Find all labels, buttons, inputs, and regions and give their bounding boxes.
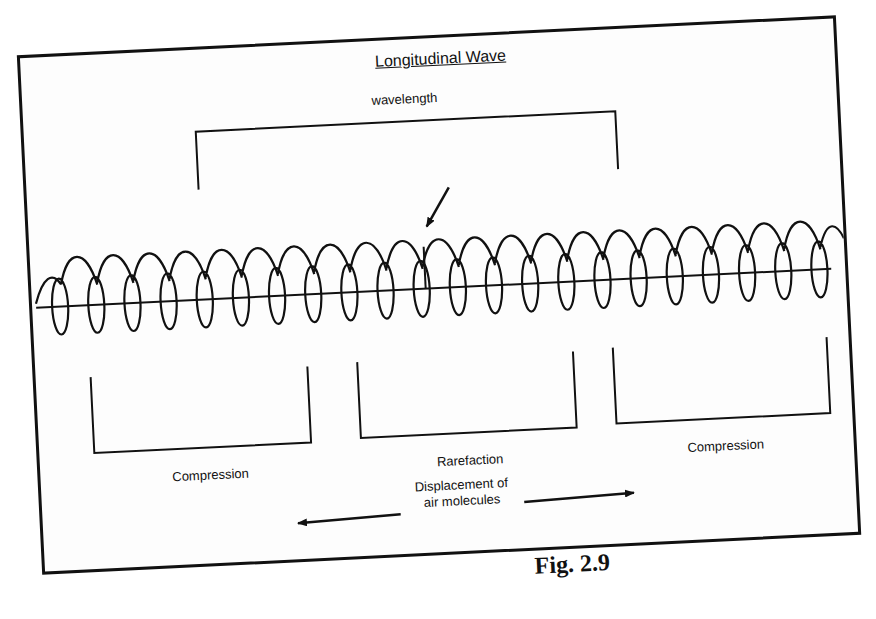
wavelength-bracket xyxy=(196,111,618,189)
figure-panel: Longitudinal WavewavelengthCompressionRa… xyxy=(17,15,863,614)
displacement-arrow xyxy=(298,514,401,523)
compression-bracket xyxy=(613,337,830,423)
region-label: Rarefaction xyxy=(437,451,504,469)
compression-bracket xyxy=(91,367,311,454)
region-label: Compression xyxy=(687,436,764,455)
displacement-label: Displacement of air molecules xyxy=(411,475,512,511)
figure-title: Longitudinal Wave xyxy=(375,46,507,70)
figure-caption: Fig. 2.9 xyxy=(534,549,611,580)
rarefaction-bracket xyxy=(357,352,576,438)
wavelength-label: wavelength xyxy=(371,90,437,108)
displacement-arrow xyxy=(524,493,634,502)
pointer-arrow xyxy=(425,187,451,226)
region-label: Compression xyxy=(172,466,249,485)
marker-line xyxy=(424,247,426,289)
axis-line xyxy=(36,269,831,308)
coil-loops xyxy=(34,219,847,335)
figure-frame: Longitudinal WavewavelengthCompressionRa… xyxy=(17,15,861,574)
